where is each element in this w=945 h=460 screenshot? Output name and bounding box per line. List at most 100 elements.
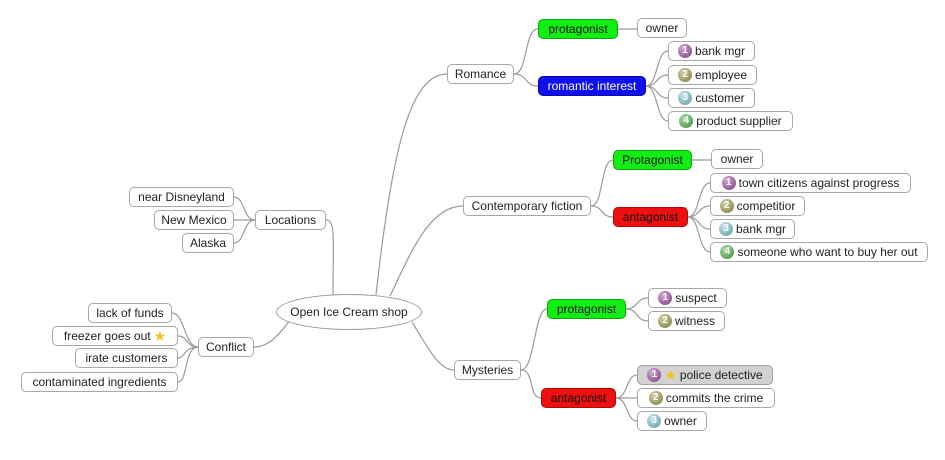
priority-3-icon: 3	[718, 222, 733, 236]
link-central-locations	[325, 219, 335, 296]
topic-conflict-contaminated[interactable]: contaminated ingredients	[21, 372, 178, 392]
link-antagonist-4	[687, 216, 711, 253]
priority-2-icon: 2	[677, 68, 692, 82]
link-central-romance	[375, 73, 448, 296]
topic-label: commits the crime	[665, 391, 764, 405]
link-conf-3	[177, 346, 199, 359]
topic-label: antagonist	[622, 210, 679, 224]
link-conf-1	[171, 312, 199, 348]
priority-1-icon: 1	[647, 368, 662, 382]
topic-label: romantic interest	[547, 79, 637, 93]
topic-label: Contemporary fiction	[471, 199, 583, 213]
link-contemporary-protagonist	[590, 159, 614, 207]
topic-conflict-irate-customers[interactable]: irate customers	[75, 348, 178, 368]
topic-label: owner	[645, 21, 679, 35]
link-antagonist-1	[687, 182, 711, 218]
priority-3-icon: 3	[647, 414, 662, 428]
link-romance-protagonist	[513, 28, 539, 75]
topic-label: lack of funds	[96, 306, 164, 320]
topic-label: protagonist	[556, 302, 617, 316]
topic-conflict-lack-of-funds[interactable]: lack of funds	[88, 303, 172, 323]
link-interest-1	[645, 50, 669, 87]
topic-location-new-mexico[interactable]: New Mexico	[154, 210, 234, 230]
priority-2-icon: 2	[657, 314, 672, 328]
topic-label: police detective	[679, 368, 763, 382]
topic-label: bank mgr	[694, 44, 746, 58]
central-topic-label: Open Ice Cream shop	[290, 305, 408, 319]
link-central-conflict	[253, 319, 291, 348]
topic-label: employee	[694, 68, 748, 82]
topic-label: Locations	[264, 213, 317, 227]
topic-romance-protagonist[interactable]: protagonist	[538, 19, 618, 39]
link-central-contemporary	[389, 205, 464, 297]
topic-mysteries-protagonist[interactable]: protagonist	[547, 299, 626, 319]
topic-label: irate customers	[85, 351, 168, 365]
central-topic[interactable]: Open Ice Cream shop	[276, 294, 422, 330]
link-myst-ant-1	[615, 374, 638, 399]
topic-interest-employee[interactable]: 2 employee	[668, 65, 757, 85]
link-interest-4	[645, 85, 669, 122]
topic-interest-product-supplier[interactable]: 4 product supplier	[668, 111, 793, 131]
topic-label: owner	[664, 414, 697, 428]
topic-contemporary-fiction[interactable]: Contemporary fiction	[463, 196, 591, 216]
star-icon: ★	[664, 367, 677, 383]
topic-antagonist-competitior[interactable]: 2 competitior	[710, 196, 805, 216]
topic-mysteries-police-detective[interactable]: 1 ★ police detective	[637, 365, 773, 385]
link-romance-interest	[513, 73, 539, 87]
topic-mysteries[interactable]: Mysteries	[454, 360, 521, 380]
topic-antagonist-buyer[interactable]: 4 someone who want to buy her out	[710, 242, 928, 262]
topic-label: freezer goes out	[63, 329, 151, 343]
topic-label: Mysteries	[461, 363, 514, 377]
topic-romantic-interest[interactable]: romantic interest	[538, 76, 646, 96]
topic-mysteries-antagonist[interactable]: antagonist	[541, 388, 616, 408]
topic-locations[interactable]: Locations	[255, 210, 326, 230]
topic-label: protagonist	[548, 22, 608, 36]
topic-label: antagonist	[550, 391, 607, 405]
topic-mysteries-suspect[interactable]: 1 suspect	[648, 288, 727, 308]
topic-label: near Disneyland	[138, 190, 225, 204]
topic-label: owner	[720, 152, 754, 166]
topic-conflict-freezer[interactable]: freezer goes out ★	[52, 326, 178, 346]
star-icon: ★	[153, 328, 167, 344]
priority-2-icon: 2	[648, 391, 663, 405]
topic-label: contaminated ingredients	[32, 375, 167, 389]
topic-label: competitior	[736, 199, 796, 213]
topic-label: Alaska	[189, 236, 227, 250]
topic-mysteries-owner[interactable]: 3 owner	[637, 411, 707, 431]
link-myst-ant-3	[615, 397, 638, 422]
priority-1-icon: 1	[677, 44, 692, 58]
link-conf-4	[177, 346, 199, 383]
topic-location-alaska[interactable]: Alaska	[182, 233, 234, 253]
topic-contemporary-owner[interactable]: owner	[711, 149, 763, 169]
topic-antagonist-bank-mgr[interactable]: 3 bank mgr	[710, 219, 795, 239]
priority-1-icon: 1	[658, 291, 673, 305]
priority-4-icon: 4	[679, 114, 694, 128]
topic-label: someone who want to buy her out	[737, 245, 918, 259]
topic-interest-bank-mgr[interactable]: 1 bank mgr	[668, 41, 755, 61]
topic-label: Conflict	[206, 340, 247, 354]
priority-3-icon: 3	[678, 91, 693, 105]
link-mysteries-protagonist	[520, 308, 548, 371]
topic-contemporary-antagonist[interactable]: antagonist	[613, 207, 688, 227]
topic-label: New Mexico	[161, 213, 227, 227]
priority-1-icon: 1	[721, 176, 736, 190]
topic-label: witness	[674, 314, 715, 328]
topic-conflict[interactable]: Conflict	[198, 337, 254, 357]
topic-label: Protagonist	[622, 153, 683, 167]
topic-mysteries-witness[interactable]: 2 witness	[648, 311, 725, 331]
topic-label: bank mgr	[735, 222, 787, 236]
topic-interest-customer[interactable]: 3 customer	[668, 88, 755, 108]
topic-contemporary-protagonist[interactable]: Protagonist	[613, 150, 692, 170]
topic-romance-owner[interactable]: owner	[637, 18, 687, 38]
topic-mysteries-commits-crime[interactable]: 2 commits the crime	[637, 388, 775, 408]
priority-4-icon: 4	[720, 245, 735, 259]
topic-label: suspect	[675, 291, 717, 305]
link-contemporary-antagonist	[590, 205, 614, 218]
topic-romance[interactable]: Romance	[447, 64, 514, 84]
topic-antagonist-town-citizens[interactable]: 1 town citizens against progress	[710, 173, 911, 193]
topic-location-disneyland[interactable]: near Disneyland	[129, 187, 234, 207]
topic-label: Romance	[454, 67, 507, 81]
link-loc-3	[233, 219, 256, 244]
topic-label: product supplier	[696, 114, 782, 128]
